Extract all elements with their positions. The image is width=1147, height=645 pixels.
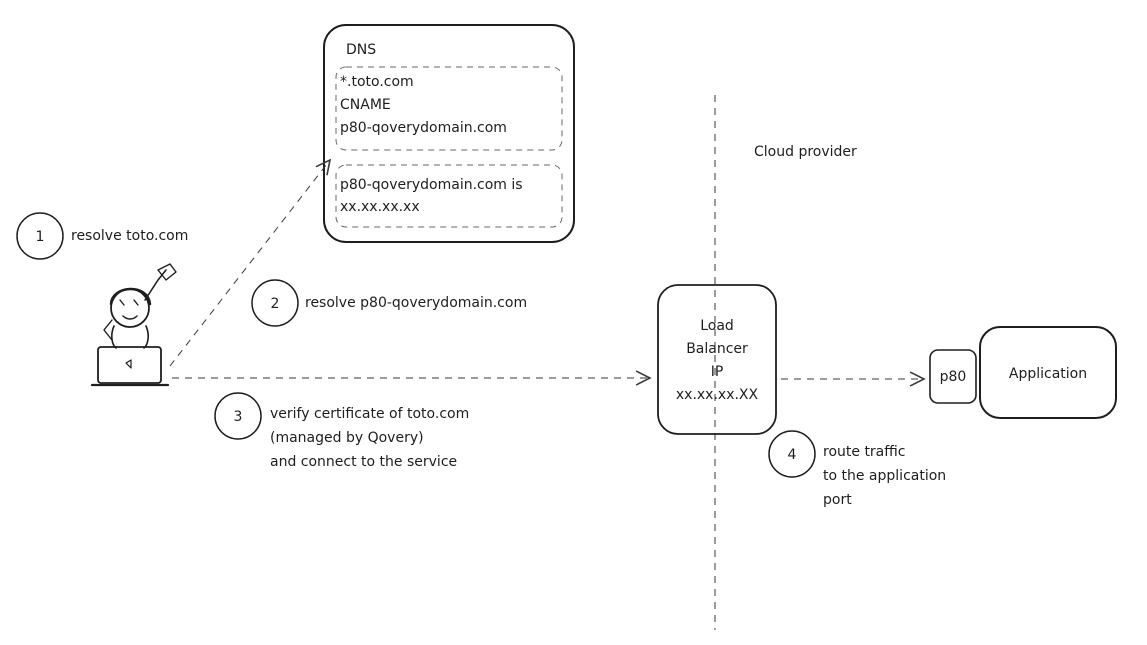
step-text: to the application (823, 468, 946, 484)
step-text: resolve p80-qoverydomain.com (305, 295, 527, 311)
load-balancer-ip: xx.xx.xx.XX (676, 387, 759, 403)
dns-record-line: xx.xx.xx.xx (340, 199, 420, 215)
application-label: Application (1009, 366, 1087, 382)
cloud-provider-label: Cloud provider (754, 144, 857, 160)
step-2: 2 resolve p80-qoverydomain.com (251, 279, 527, 327)
port-box: p80 (929, 349, 977, 404)
load-balancer-label: Load (700, 318, 734, 334)
dns-record-line: p80-qoverydomain.com is (340, 177, 523, 193)
dns-record-resolve (335, 164, 563, 228)
step-text: (managed by Qovery) (270, 430, 424, 446)
step-number: 2 (271, 296, 280, 312)
step-number: 3 (234, 409, 243, 425)
application-box: Application (979, 326, 1117, 419)
arrow-to-dns (169, 160, 330, 367)
step-1: 1 resolve toto.com (16, 212, 188, 260)
step-number: 4 (788, 447, 797, 463)
step-text: and connect to the service (270, 454, 457, 470)
load-balancer-label: IP (711, 364, 724, 380)
step-text: route traffic (823, 444, 906, 460)
step-text: port (823, 492, 852, 508)
step-text: verify certificate of toto.com (270, 406, 469, 422)
port-label: p80 (940, 369, 967, 385)
step-text: resolve toto.com (71, 228, 188, 244)
dns-record-line: CNAME (340, 97, 391, 113)
step-3: 3 verify certificate of toto.com (manage… (214, 392, 469, 470)
user-at-laptop-icon (90, 263, 177, 387)
step-number: 1 (36, 229, 45, 245)
load-balancer-label: Balancer (686, 341, 748, 357)
dns-title: DNS (346, 42, 376, 58)
dns-box: DNS *.toto.com CNAME p80-qoverydomain.co… (323, 24, 575, 243)
step-4: 4 route traffic to the application port (768, 430, 946, 508)
load-balancer-box: Load Balancer IP xx.xx.xx.XX (657, 284, 777, 435)
dns-record-cname (335, 66, 563, 151)
dns-record-line: p80-qoverydomain.com (340, 120, 507, 136)
dns-record-line: *.toto.com (340, 74, 414, 90)
